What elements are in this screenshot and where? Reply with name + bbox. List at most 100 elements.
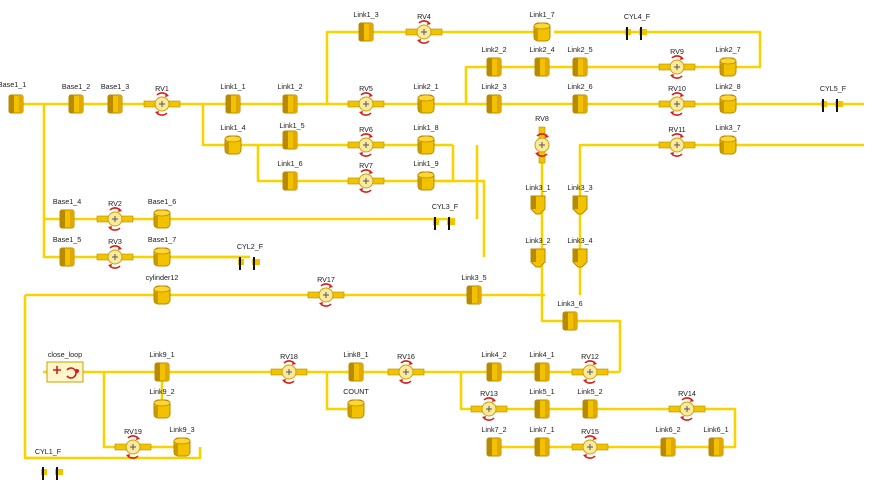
component-base1-1[interactable]: Base1_1 — [0, 80, 26, 114]
component-link1-5[interactable]: Link1_5 — [279, 121, 305, 150]
component-link2-8[interactable]: Link2_8 — [715, 82, 741, 114]
wire-segment — [540, 258, 622, 372]
component-label: cylinder12 — [146, 273, 179, 282]
component-rv16[interactable]: RV16 — [387, 352, 425, 384]
component-label: Link3_5 — [461, 273, 486, 282]
component-link7-2[interactable]: Link7_2 — [481, 425, 507, 457]
component-label: RV4 — [417, 12, 431, 21]
component-link2-7[interactable]: Link2_7 — [715, 45, 741, 77]
component-base1-7[interactable]: Base1_7 — [148, 235, 176, 267]
wire-segment — [102, 372, 182, 449]
component-label: Link7_1 — [529, 425, 554, 434]
component-label: Link2_7 — [715, 45, 740, 54]
component-rv14[interactable]: RV14 — [668, 389, 706, 421]
component-link1-9[interactable]: Link1_9 — [413, 159, 439, 191]
component-label: CYL1_F — [35, 447, 62, 456]
component-link5-2[interactable]: Link5_2 — [577, 387, 603, 419]
component-cyl1-f[interactable]: CYL1_F — [35, 447, 63, 480]
component-label: Link7_2 — [481, 425, 506, 434]
component-label: RV17 — [317, 275, 335, 284]
component-link3-2[interactable]: Link3_2 — [525, 236, 551, 268]
component-label: Link2_2 — [481, 45, 506, 54]
component-label: Link9_1 — [149, 350, 174, 359]
component-link3-3[interactable]: Link3_3 — [567, 183, 593, 215]
component-label: Link5_2 — [577, 387, 602, 396]
component-link1-2[interactable]: Link1_2 — [277, 82, 303, 114]
component-link9-3[interactable]: Link9_3 — [169, 425, 195, 457]
component-link1-3[interactable]: Link1_3 — [353, 10, 379, 42]
component-label: Link3_1 — [525, 183, 550, 192]
component-link6-1[interactable]: Link6_1 — [703, 425, 729, 457]
component-label: Base1_7 — [148, 235, 176, 244]
component-label: Link8_1 — [343, 350, 368, 359]
component-cyl3-f[interactable]: CYL3_F — [432, 202, 459, 230]
component-link9-2[interactable]: Link9_2 — [149, 387, 175, 419]
component-link2-3[interactable]: Link2_3 — [481, 82, 507, 114]
component-link9-1[interactable]: Link9_1 — [149, 350, 175, 382]
component-link1-7[interactable]: Link1_7 — [529, 10, 555, 42]
component-rv15[interactable]: RV15 — [571, 427, 609, 459]
component-rv2[interactable]: RV2 — [96, 199, 134, 231]
component-link2-5[interactable]: Link2_5 — [567, 45, 593, 77]
component-label: Link1_3 — [353, 10, 378, 19]
component-link2-4[interactable]: Link2_4 — [529, 45, 555, 77]
component-rv10[interactable]: RV10 — [658, 84, 696, 116]
component-cyl5-f[interactable]: CYL5_F — [820, 84, 847, 112]
component-rv18[interactable]: RV18 — [270, 352, 308, 384]
component-label: RV12 — [581, 352, 599, 361]
component-link3-4[interactable]: Link3_4 — [567, 236, 593, 268]
component-rv11[interactable]: RV11 — [658, 125, 696, 157]
component-link2-6[interactable]: Link2_6 — [567, 82, 593, 114]
component-rv19[interactable]: RV19 — [114, 427, 152, 459]
component-rv17[interactable]: RV17 — [307, 275, 345, 307]
component-label: Link9_2 — [149, 387, 174, 396]
component-label: CYL5_F — [820, 84, 847, 93]
component-rv13[interactable]: RV13 — [470, 389, 508, 421]
component-rv3[interactable]: RV3 — [96, 237, 134, 269]
component-label: Link6_2 — [655, 425, 680, 434]
component-rv1[interactable]: RV1 — [143, 84, 181, 116]
component-base1-3[interactable]: Base1_3 — [101, 82, 129, 114]
component-link3-6[interactable]: Link3_6 — [557, 299, 583, 331]
component-link1-6[interactable]: Link1_6 — [277, 159, 303, 191]
component-rv5[interactable]: RV5 — [347, 84, 385, 116]
component-label: Link1_4 — [220, 123, 245, 132]
component-label: RV10 — [668, 84, 686, 93]
component-close-loop[interactable]: close_loop — [46, 350, 84, 383]
component-link1-4[interactable]: Link1_4 — [220, 123, 246, 155]
component-rv8[interactable]: RV8 — [534, 114, 550, 164]
component-link8-1[interactable]: Link8_1 — [343, 350, 369, 382]
component-link3-5[interactable]: Link3_5 — [461, 273, 487, 305]
component-base1-4[interactable]: Base1_4 — [53, 197, 81, 229]
component-link7-1[interactable]: Link7_1 — [529, 425, 555, 457]
component-link2-2[interactable]: Link2_2 — [481, 45, 507, 77]
component-rv6[interactable]: RV6 — [347, 125, 385, 157]
component-label: Link2_3 — [481, 82, 506, 91]
wire-segment — [440, 145, 455, 183]
component-link1-8[interactable]: Link1_8 — [413, 123, 439, 155]
component-link5-1[interactable]: Link5_1 — [529, 387, 555, 419]
component-link3-1[interactable]: Link3_1 — [525, 183, 551, 215]
component-base1-5[interactable]: Base1_5 — [53, 235, 81, 267]
component-cyl2-f[interactable]: CYL2_F — [237, 242, 264, 270]
wire-segment — [578, 143, 864, 205]
component-base1-6[interactable]: Base1_6 — [148, 197, 176, 229]
component-link1-1[interactable]: Link1_1 — [220, 82, 246, 114]
component-count[interactable]: COUNT — [343, 387, 369, 419]
wire-segment — [23, 295, 202, 460]
component-link6-2[interactable]: Link6_2 — [655, 425, 681, 457]
component-link4-1[interactable]: Link4_1 — [529, 350, 555, 382]
component-cyl4-f[interactable]: CYL4_F — [624, 12, 651, 40]
component-rv12[interactable]: RV12 — [571, 352, 609, 384]
component-rv7[interactable]: RV7 — [347, 161, 385, 193]
component-base1-2[interactable]: Base1_2 — [62, 82, 90, 114]
component-link2-1[interactable]: Link2_1 — [413, 82, 439, 114]
component-link3-7[interactable]: Link3_7 — [715, 123, 741, 155]
component-link4-2[interactable]: Link4_2 — [481, 350, 507, 382]
component-label: Base1_4 — [53, 197, 81, 206]
component-rv4[interactable]: RV4 — [405, 12, 443, 44]
component-cylinder12[interactable]: cylinder12 — [146, 273, 179, 305]
component-rv9[interactable]: RV9 — [658, 47, 696, 79]
component-label: Link3_3 — [567, 183, 592, 192]
